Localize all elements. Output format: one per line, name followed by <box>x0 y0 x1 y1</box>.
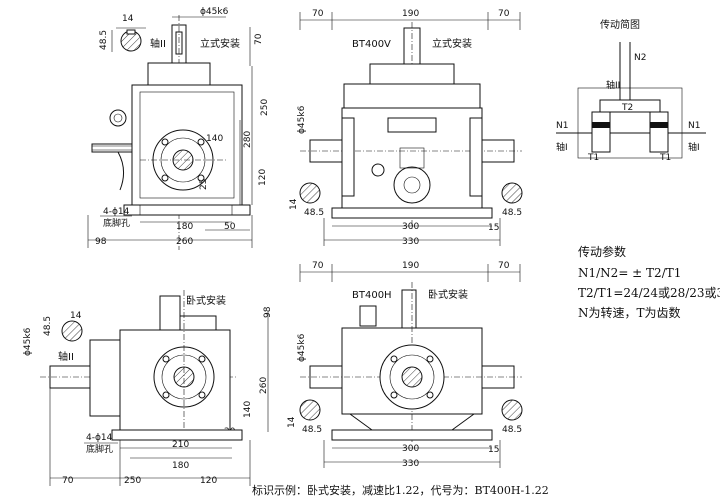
dim-485-br-left: 48.5 <box>302 425 322 435</box>
base-bl <box>111 429 243 441</box>
base-tl <box>123 204 251 216</box>
dim-98-tl: 98 <box>95 237 107 247</box>
dim-485-tr-left: 48.5 <box>304 208 324 218</box>
dim-280-tl: 280 <box>243 131 253 148</box>
mount-label-tr: 立式安装 <box>432 37 472 50</box>
schematic-shaft1-right: 轴I <box>688 141 700 153</box>
dim-140-tl: 140 <box>206 134 223 144</box>
schematic-t1-right: T1 <box>659 153 671 163</box>
shaft-section-tr-left <box>299 182 321 204</box>
shaft-section-br-left <box>299 399 321 421</box>
dim-300-tr: 300 <box>402 222 419 232</box>
dim-70a-tr: 70 <box>312 9 324 19</box>
base-tr <box>331 207 493 219</box>
params-line3: N为转速，T为齿数 <box>578 305 681 320</box>
dim-25-tl: 25 <box>199 179 209 190</box>
mount-label-br: 卧式安装 <box>428 288 468 301</box>
dim-180-tl: 180 <box>176 222 193 232</box>
caption: 标识示例：卧式安装，减速比1.22，代号为：BT400H-1.22 <box>252 483 549 497</box>
dim-phi45-tl: ϕ45k6 <box>200 7 229 17</box>
dim-485-tl: 48.5 <box>99 30 109 50</box>
dim-485-bl: 48.5 <box>43 316 53 336</box>
hole-label-bl: 4-ϕ14 <box>86 433 113 443</box>
dim-120-tl: 120 <box>258 169 268 186</box>
dim-190-tr: 190 <box>402 9 419 19</box>
dim-phi45-tr: ϕ45k6 <box>297 105 307 134</box>
schematic-n1-left: N1 <box>556 121 568 131</box>
foot-label-bl: 底脚孔 <box>86 443 113 455</box>
schematic-n2: N2 <box>634 53 646 63</box>
dim-70a-br: 70 <box>312 261 324 271</box>
shaft-section-bl <box>61 320 83 342</box>
dim-260-bl: 260 <box>259 377 269 394</box>
foot-label-tl: 底脚孔 <box>103 217 130 229</box>
dim-140-bl: 140 <box>243 401 253 418</box>
shaft-label-bl: 轴II <box>58 350 74 363</box>
base-br <box>331 429 493 441</box>
dim-330-br: 330 <box>402 459 419 469</box>
dim-120-bl: 120 <box>200 476 217 486</box>
dim-14-bl: 14 <box>70 311 82 321</box>
schematic-shaft2: 轴II <box>606 79 620 91</box>
bottom-left-view: 卧式安装 14 48.5 ϕ45k6 轴II 98 260 140 20 4-ϕ… <box>23 290 273 486</box>
dim-180-bl: 180 <box>172 461 189 471</box>
dim-250-bl: 250 <box>124 476 141 486</box>
dim-14-br: 14 <box>287 416 297 428</box>
dim-330-tr: 330 <box>402 237 419 247</box>
dim-15-br: 15 <box>488 445 499 455</box>
dim-14-tl: 14 <box>122 14 134 24</box>
dim-70-tl: 70 <box>254 33 264 45</box>
shaft-section-tr-right <box>501 182 523 204</box>
dim-98-bl: 98 <box>263 306 273 318</box>
shaft-section-tl <box>111 27 146 52</box>
params-title: 传动参数 <box>578 244 626 259</box>
hand-wheel-tl <box>91 143 133 191</box>
dim-210-bl: 210 <box>172 440 189 450</box>
top-right-view: 70 190 70 BT400V 立式安装 ϕ45k6 14 48.5 48.5 <box>289 9 523 247</box>
model-tr: BT400V <box>352 39 391 50</box>
dim-phi45-br: ϕ45k6 <box>297 333 307 362</box>
transmission-params: 传动参数 N1/N2= ± T2/T1 T2/T1=24/24或28/23或31… <box>578 244 720 320</box>
dim-190-br: 190 <box>402 261 419 271</box>
dim-300-br: 300 <box>402 444 419 454</box>
mount-label-bl: 卧式安装 <box>186 294 226 307</box>
params-line2: T2/T1=24/24或28/23或31/23 <box>578 286 720 300</box>
dim-15-tr: 15 <box>488 223 499 233</box>
dim-70b-tr: 70 <box>498 9 510 19</box>
dim-485-tr-right: 48.5 <box>502 208 522 218</box>
bottom-right-view: 70 190 70 BT400H 卧式安装 ϕ45k6 14 48.5 48.5… <box>287 261 523 469</box>
mount-label-tl: 立式安装 <box>200 37 240 50</box>
dim-485-br-right: 48.5 <box>502 425 522 435</box>
schematic-title: 传动简图 <box>600 18 640 31</box>
schematic-t1-left: T1 <box>587 153 599 163</box>
hole-label-tl: 4-ϕ14 <box>103 207 130 217</box>
transmission-schematic: 传动简图 N2 轴II T2 N1 N1 T1 T1 轴I 轴I <box>556 18 706 163</box>
nameplate-tr <box>387 117 437 133</box>
dim-phi45-bl: ϕ45k6 <box>23 327 33 356</box>
dim-50-tl: 50 <box>224 222 236 232</box>
schematic-n1-right: N1 <box>688 121 700 131</box>
dim-70-bl: 70 <box>62 476 74 486</box>
schematic-t2: T2 <box>621 103 633 113</box>
schematic-shaft1-left: 轴I <box>556 141 568 153</box>
shaft-section-br-right <box>501 399 523 421</box>
params-line1: N1/N2= ± T2/T1 <box>578 266 681 280</box>
shaft-label-tl: 轴II <box>150 37 166 50</box>
dim-250-tl: 250 <box>260 99 270 116</box>
dim-70b-br: 70 <box>498 261 510 271</box>
top-left-view: 14 48.5 ϕ45k6 轴II 立式安装 70 <box>87 7 270 250</box>
dim-14-tr: 14 <box>289 198 299 210</box>
model-br: BT400H <box>352 290 392 301</box>
dim-260-tl: 260 <box>176 237 193 247</box>
